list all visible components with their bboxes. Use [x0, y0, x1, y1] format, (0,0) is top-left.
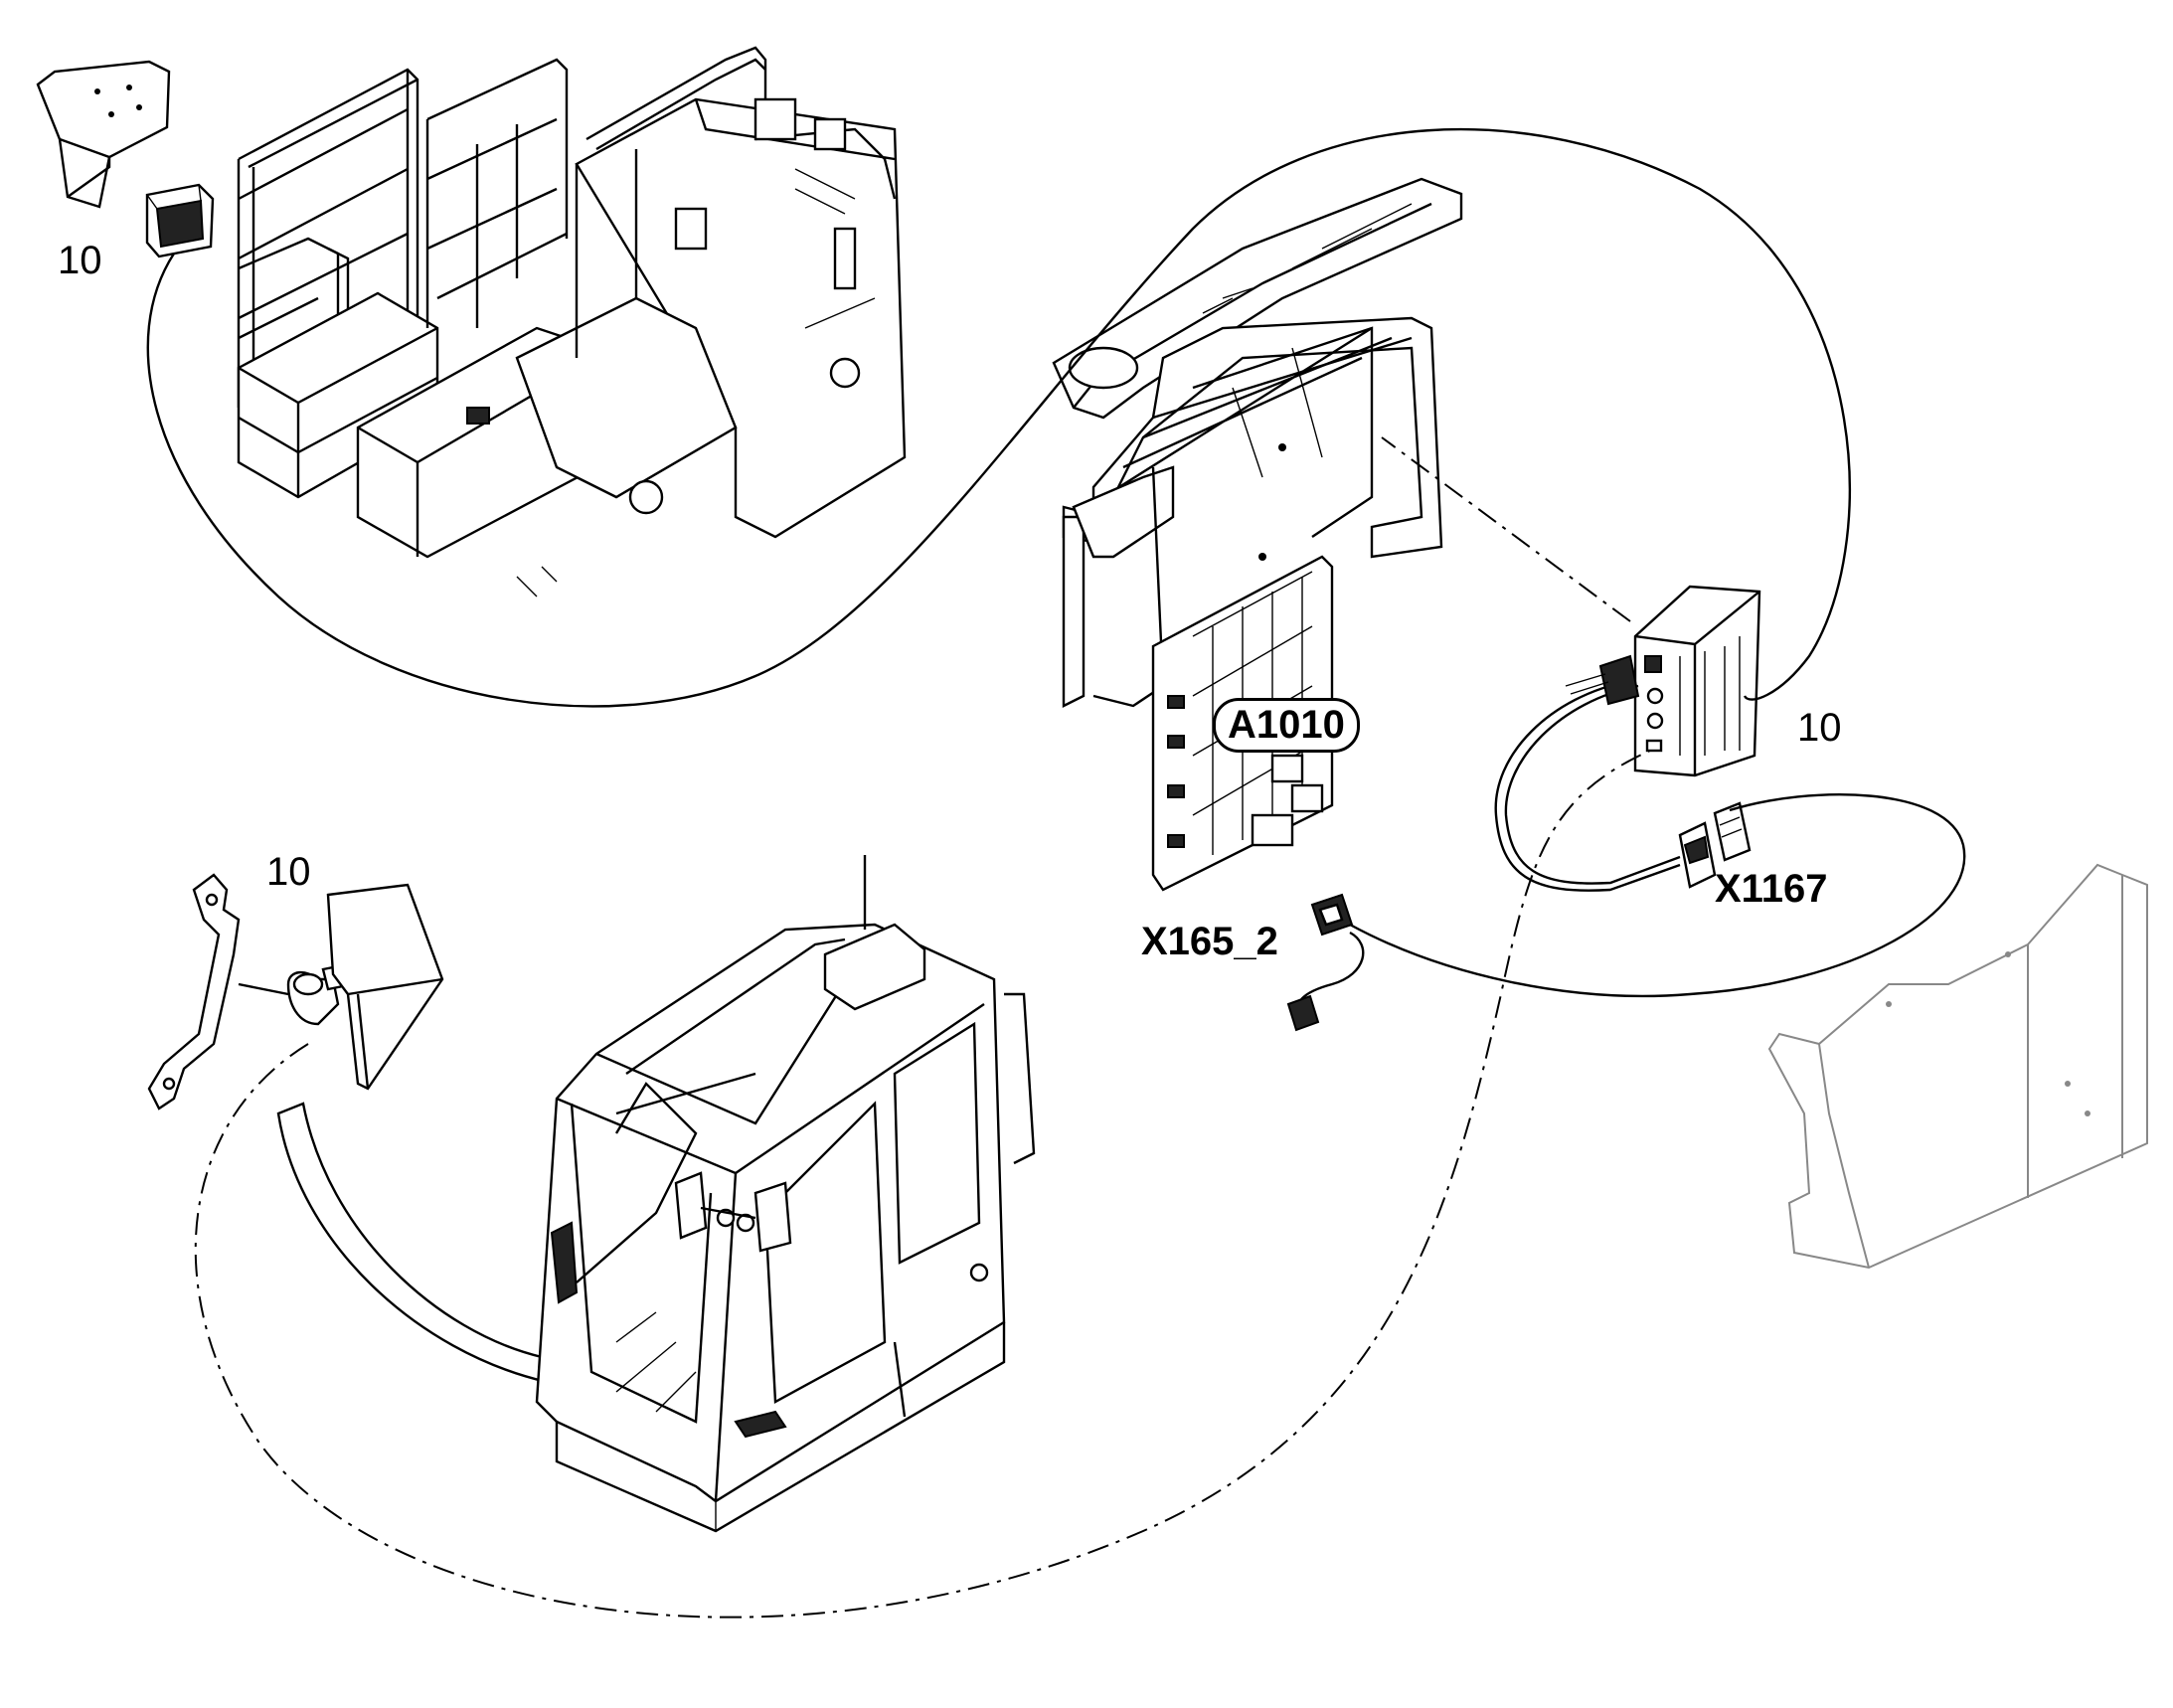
frame-bracket-icon	[1062, 316, 1443, 708]
item-label-top-left: 10	[58, 239, 102, 282]
connector-x1167-icon	[1678, 801, 1752, 889]
leader-lines	[146, 127, 1851, 1619]
cab-icon	[535, 855, 1036, 1533]
mirror-bracket-icon	[147, 873, 289, 1110]
wire-harness-icon	[1494, 654, 1681, 892]
side-panel-icon	[1767, 863, 2148, 1270]
control-unit-icon	[1633, 585, 1761, 777]
console-cover-icon	[1052, 177, 1463, 420]
platform-icon	[237, 46, 907, 598]
connector-ref-x1167: X1167	[1715, 867, 1828, 911]
mirror-cover-top-icon	[36, 60, 171, 209]
connector-ref-x165-2: X165_2	[1141, 920, 1278, 963]
item-label-right: 10	[1797, 706, 1842, 750]
module-ref-a1010: A1010	[1213, 698, 1360, 753]
mirror-cover-bottom-icon	[326, 883, 444, 1091]
mirror-head-icon	[145, 183, 215, 258]
connector-x165-icon	[1286, 793, 1966, 1032]
item-label-mid-left: 10	[266, 850, 311, 894]
